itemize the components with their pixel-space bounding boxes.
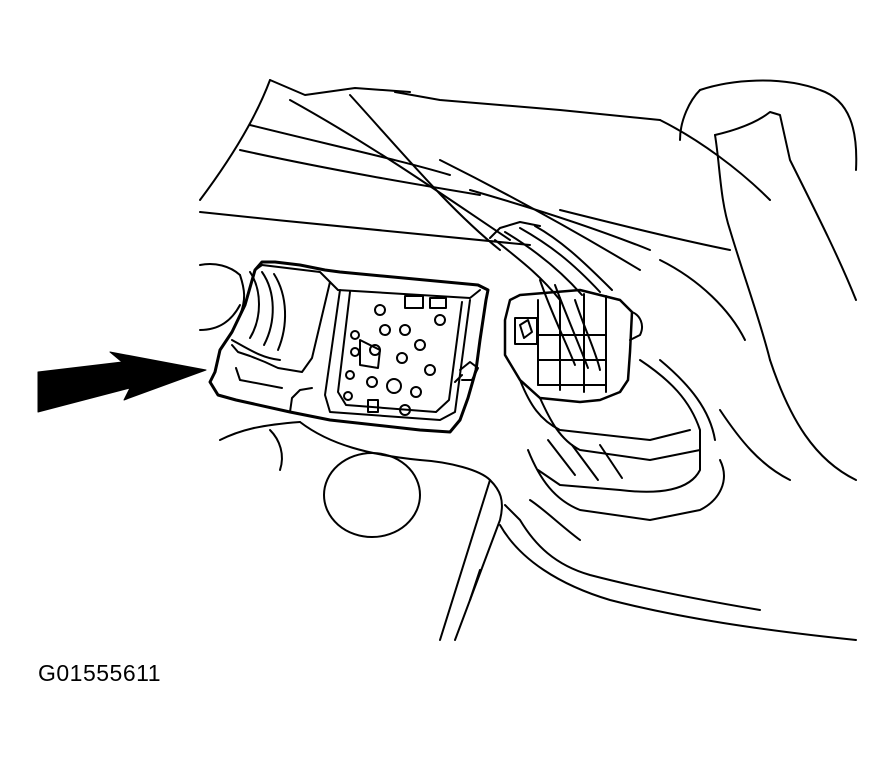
figure-id-label: G01555611 <box>38 660 162 686</box>
harness-background <box>200 80 856 480</box>
mating-connector <box>505 290 724 520</box>
main-connector <box>210 262 488 432</box>
arrow-right-icon <box>38 352 206 412</box>
mounting-bracket <box>220 422 856 640</box>
right-wire-bundle <box>490 222 612 370</box>
